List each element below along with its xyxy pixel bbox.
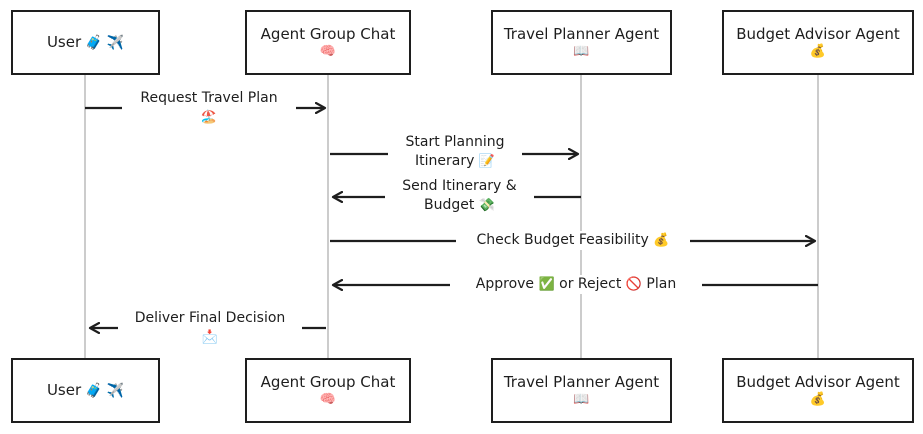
check-mark-icon: ✅ — [538, 277, 555, 292]
actor-box-agent-group-chat-bottom: Agent Group Chat 🧠 — [245, 358, 411, 423]
actor-box-budget-advisor-agent-bottom: Budget Advisor Agent 💰 — [722, 358, 914, 423]
actor-box-agent-group-chat-top: Agent Group Chat 🧠 — [245, 10, 411, 75]
actor-label-travel-planner-agent: Travel Planner Agent — [503, 373, 660, 391]
money-bag-icon: 💰 — [809, 392, 827, 407]
actor-label-budget-advisor-agent: Budget Advisor Agent — [736, 25, 900, 43]
airplane-icon: ✈️ — [106, 382, 125, 399]
luggage-icon: 🧳 — [85, 34, 103, 51]
beach-umbrella-icon: 🏖️ — [200, 110, 218, 125]
book-icon: 📖 — [573, 392, 590, 407]
actor-box-budget-advisor-agent-top: Budget Advisor Agent 💰 — [722, 10, 914, 75]
brain-icon: 🧠 — [319, 44, 337, 59]
actor-box-travel-planner-agent-top: Travel Planner Agent 📖 — [491, 10, 672, 75]
actor-label-agent-group-chat: Agent Group Chat — [260, 373, 396, 391]
actor-box-travel-planner-agent-bottom: Travel Planner Agent 📖 — [491, 358, 672, 423]
envelope-icon: 📩 — [201, 330, 219, 345]
actor-label-user: User — [46, 381, 82, 399]
memo-icon: 📝 — [478, 154, 495, 169]
message-label-deliver-final-decision: Deliver Final Decision 📩 — [118, 309, 302, 347]
brain-icon: 🧠 — [319, 392, 337, 407]
luggage-icon: 🧳 — [85, 382, 103, 399]
actor-label-budget-advisor-agent: Budget Advisor Agent — [736, 373, 900, 391]
message-label-start-planning: Start Planning Itinerary 📝 — [388, 133, 522, 171]
actor-box-user-top: User 🧳 ✈️ — [11, 10, 160, 75]
actor-label-agent-group-chat: Agent Group Chat — [260, 25, 396, 43]
actor-label-user: User — [46, 33, 82, 51]
book-icon: 📖 — [573, 44, 590, 59]
airplane-icon: ✈️ — [106, 34, 125, 51]
message-label-approve-or-reject: Approve ✅ or Reject 🚫 Plan — [450, 275, 702, 294]
actor-label-travel-planner-agent: Travel Planner Agent — [503, 25, 660, 43]
message-label-check-budget: Check Budget Feasibility 💰 — [456, 231, 690, 250]
actor-box-user-bottom: User 🧳 ✈️ — [11, 358, 160, 423]
money-bag-icon: 💰 — [809, 44, 827, 59]
message-label-request-travel-plan: Request Travel Plan 🏖️ — [122, 89, 296, 127]
money-bag-icon: 💰 — [653, 233, 670, 248]
message-label-send-itinerary: Send Itinerary & Budget 💸 — [385, 177, 534, 215]
money-with-wings-icon: 💸 — [478, 198, 495, 213]
prohibited-icon: 🚫 — [625, 277, 642, 292]
